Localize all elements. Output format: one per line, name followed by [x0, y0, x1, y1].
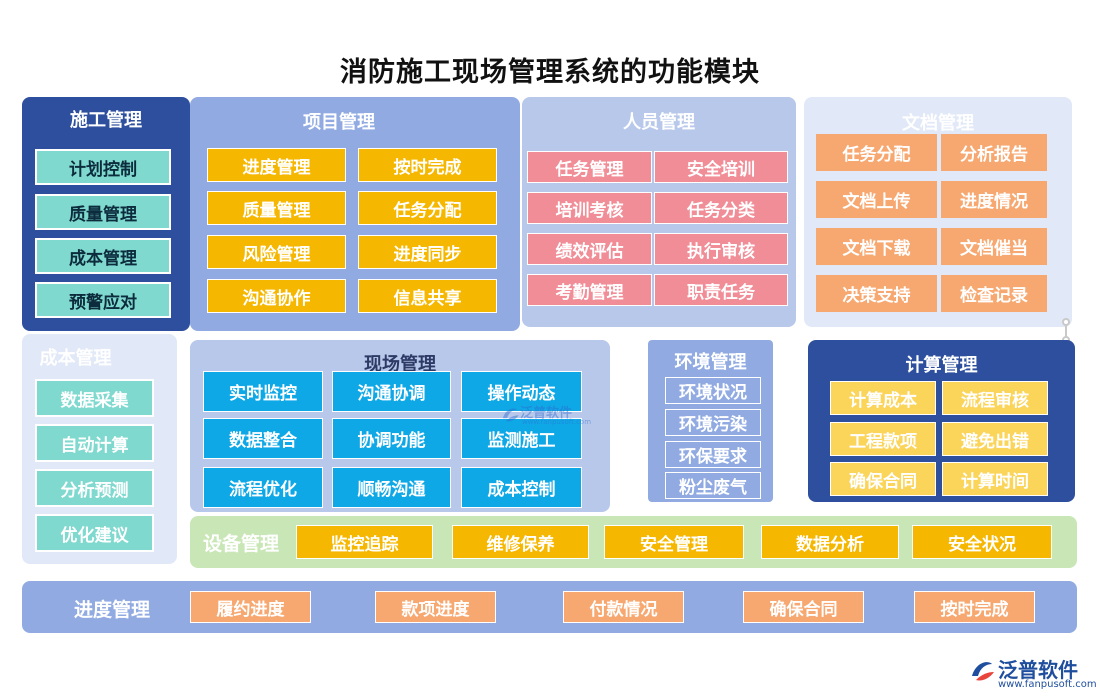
- project-title: 项目管理: [303, 112, 375, 133]
- watermark-name: 泛普软件: [520, 406, 573, 421]
- personnel-title: 人员管理: [623, 112, 695, 133]
- equipment-panel: 设备管理 监控追踪 维修保养 安全管理 数据分析 安全状况: [190, 516, 1077, 568]
- construction-item: 计划控制: [35, 149, 171, 185]
- environment-item: 环保要求: [665, 441, 761, 468]
- project-item: 沟通协作: [207, 279, 346, 313]
- equipment-item: 安全管理: [604, 525, 744, 559]
- project-item: 质量管理: [207, 191, 346, 225]
- logo-url: www.fanpusoft.com: [998, 679, 1097, 690]
- personnel-item: 绩效评估: [527, 233, 652, 265]
- page-title: 消防施工现场管理系统的功能模块: [340, 57, 760, 88]
- documents-title: 文档管理: [902, 113, 974, 134]
- progress-item: 确保合同: [743, 591, 864, 623]
- construction-title: 施工管理: [70, 110, 142, 131]
- calculation-item: 避免出错: [942, 422, 1048, 456]
- calculation-item: 流程审核: [942, 381, 1048, 415]
- fanpu-logo-icon: [972, 662, 994, 681]
- site-item: 协调功能: [332, 418, 451, 459]
- construction-panel: 施工管理 计划控制 质量管理 成本管理 预警应对: [22, 97, 190, 331]
- site-item: 监测施工: [461, 418, 582, 459]
- personnel-item: 培训考核: [527, 192, 652, 224]
- documents-item: 检查记录: [941, 275, 1047, 312]
- fanpu-logo-icon: [502, 408, 519, 422]
- documents-item: 任务分配: [816, 134, 937, 171]
- site-item: 沟通协调: [332, 371, 451, 412]
- personnel-item: 职责任务: [654, 274, 788, 306]
- project-item: 按时完成: [358, 148, 497, 182]
- progress-item: 款项进度: [375, 591, 496, 623]
- progress-item: 履约进度: [190, 591, 311, 623]
- environment-panel: 环境管理 环境状况 环境污染 环保要求 粉尘废气: [648, 340, 773, 502]
- cost-title: 成本管理: [39, 348, 112, 369]
- documents-item: 决策支持: [816, 275, 937, 312]
- calculation-item: 计算成本: [830, 381, 936, 415]
- equipment-title: 设备管理: [203, 533, 280, 555]
- construction-item: 成本管理: [35, 238, 171, 274]
- site-panel: 现场管理 实时监控 沟通协调 操作动态 数据整合 协调功能 监测施工 流程优化 …: [190, 340, 610, 512]
- personnel-item: 执行审核: [654, 233, 788, 265]
- cost-item: 数据采集: [35, 379, 154, 417]
- calculation-item: 工程款项: [830, 422, 936, 456]
- project-item: 进度管理: [207, 148, 346, 182]
- progress-item: 按时完成: [914, 591, 1035, 623]
- project-item: 任务分配: [358, 191, 497, 225]
- cost-panel: 成本管理 数据采集 自动计算 分析预测 优化建议: [22, 334, 177, 564]
- progress-panel: 进度管理 履约进度 款项进度 付款情况 确保合同 按时完成: [22, 581, 1077, 633]
- personnel-item: 安全培训: [654, 151, 788, 183]
- project-item: 信息共享: [358, 279, 497, 313]
- calculation-title: 计算管理: [905, 355, 978, 376]
- equipment-item: 监控追踪: [296, 525, 433, 559]
- brand-logo: 泛普软件 www.fanpusoft.com: [968, 652, 1097, 694]
- progress-item: 付款情况: [563, 591, 684, 623]
- site-item: 操作动态: [461, 371, 582, 412]
- project-item: 进度同步: [358, 235, 497, 269]
- documents-panel: 文档管理 任务分配 分析报告 文档上传 进度情况 文档下载 文档催当 决策支持 …: [804, 97, 1072, 327]
- environment-item: 环境状况: [665, 377, 761, 404]
- site-item: 实时监控: [203, 371, 323, 412]
- cost-item: 分析预测: [35, 469, 154, 507]
- watermark: 泛普软件 www.fanpusoft.com: [500, 400, 592, 430]
- environment-item: 环境污染: [665, 409, 761, 436]
- logo-name: 泛普软件: [998, 658, 1078, 682]
- site-item: 顺畅沟通: [332, 467, 451, 508]
- documents-item: 文档上传: [816, 181, 937, 218]
- documents-item: 文档催当: [941, 228, 1047, 265]
- documents-item: 文档下载: [816, 228, 937, 265]
- progress-title: 进度管理: [74, 599, 151, 621]
- environment-title: 环境管理: [674, 352, 747, 373]
- site-title: 现场管理: [364, 354, 436, 375]
- calculation-item: 计算时间: [942, 462, 1048, 496]
- project-item: 风险管理: [207, 235, 346, 269]
- site-item: 流程优化: [203, 467, 323, 508]
- environment-item: 粉尘废气: [665, 472, 761, 499]
- cost-item: 自动计算: [35, 424, 154, 462]
- equipment-item: 维修保养: [452, 525, 589, 559]
- watermark-url: www.fanpusoft.com: [522, 418, 592, 426]
- equipment-item: 数据分析: [761, 525, 899, 559]
- personnel-item: 任务管理: [527, 151, 652, 183]
- calculation-panel: 计算管理 计算成本 流程审核 工程款项 避免出错 确保合同 计算时间: [808, 340, 1075, 502]
- equipment-item: 安全状况: [912, 525, 1052, 559]
- construction-item: 预警应对: [35, 282, 171, 318]
- documents-item: 分析报告: [941, 134, 1047, 171]
- calculation-item: 确保合同: [830, 462, 936, 496]
- documents-item: 进度情况: [941, 181, 1047, 218]
- personnel-item: 考勤管理: [527, 274, 652, 306]
- cost-item: 优化建议: [35, 514, 154, 552]
- site-item: 成本控制: [461, 467, 582, 508]
- personnel-item: 任务分类: [654, 192, 788, 224]
- site-item: 数据整合: [203, 418, 323, 459]
- construction-item: 质量管理: [35, 194, 171, 230]
- personnel-panel: 人员管理 任务管理 安全培训 培训考核 任务分类 绩效评估 执行审核 考勤管理 …: [522, 97, 796, 327]
- project-panel: 项目管理 进度管理 按时完成 质量管理 任务分配 风险管理 进度同步 沟通协作 …: [190, 97, 520, 331]
